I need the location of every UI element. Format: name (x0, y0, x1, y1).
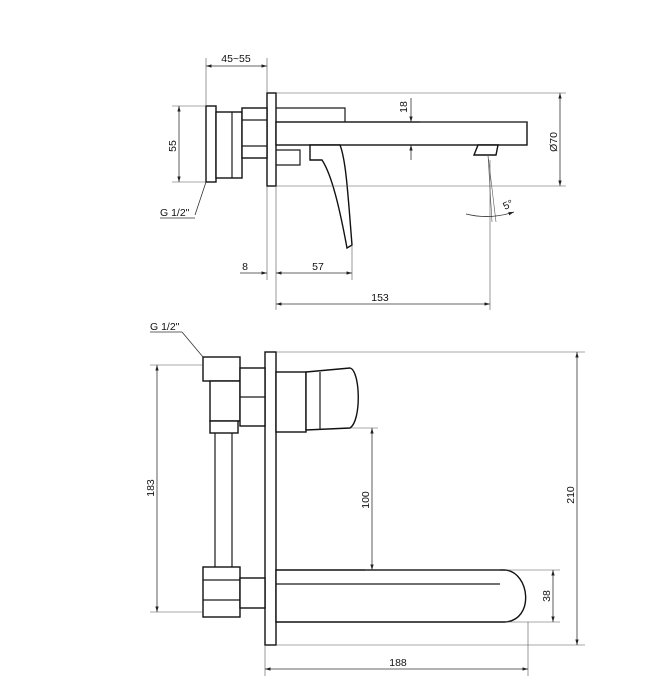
front-lower-sleeve (239, 577, 266, 609)
dim-label-210: 210 (565, 486, 577, 504)
rear-flange (205, 105, 217, 183)
valve-sleeve (241, 107, 268, 159)
wall-plate (266, 92, 277, 187)
dim-label-38: 38 (541, 590, 553, 602)
valve-body (215, 111, 243, 179)
dim-label-55: 55 (167, 140, 179, 152)
dim-label-18: 18 (398, 101, 410, 113)
spout (275, 121, 528, 146)
dim-label-100: 100 (360, 491, 372, 509)
dim-label-45-55: 45~55 (221, 53, 251, 65)
thread-label-top: G 1/2" (160, 207, 190, 219)
angle-label-5: 5° (501, 198, 515, 213)
lever-handle (309, 144, 353, 250)
front-valve-top (202, 356, 241, 382)
front-valve-mid (209, 380, 241, 422)
front-wall-plate (264, 351, 277, 646)
front-valve-nut (209, 420, 239, 434)
dim-label-8: 8 (242, 261, 248, 273)
dim-label-57: 57 (312, 261, 324, 273)
side-view: 45~55 55 18 Ø70 G 1/2" 5° 8 57 (160, 53, 566, 310)
dim-label-188: 188 (389, 657, 407, 669)
front-cartridge (275, 371, 307, 433)
front-spout (275, 569, 527, 623)
dim-label-153: 153 (371, 292, 389, 304)
front-lever (305, 367, 359, 431)
aerator (472, 144, 499, 156)
front-lower-fitting (202, 566, 241, 618)
front-view: G 1/2" 183 100 210 38 188 (145, 321, 585, 676)
dim-label-d70: Ø70 (548, 132, 560, 152)
dim-label-183: 183 (145, 479, 157, 497)
thread-label-bottom: G 1/2" (150, 321, 180, 333)
